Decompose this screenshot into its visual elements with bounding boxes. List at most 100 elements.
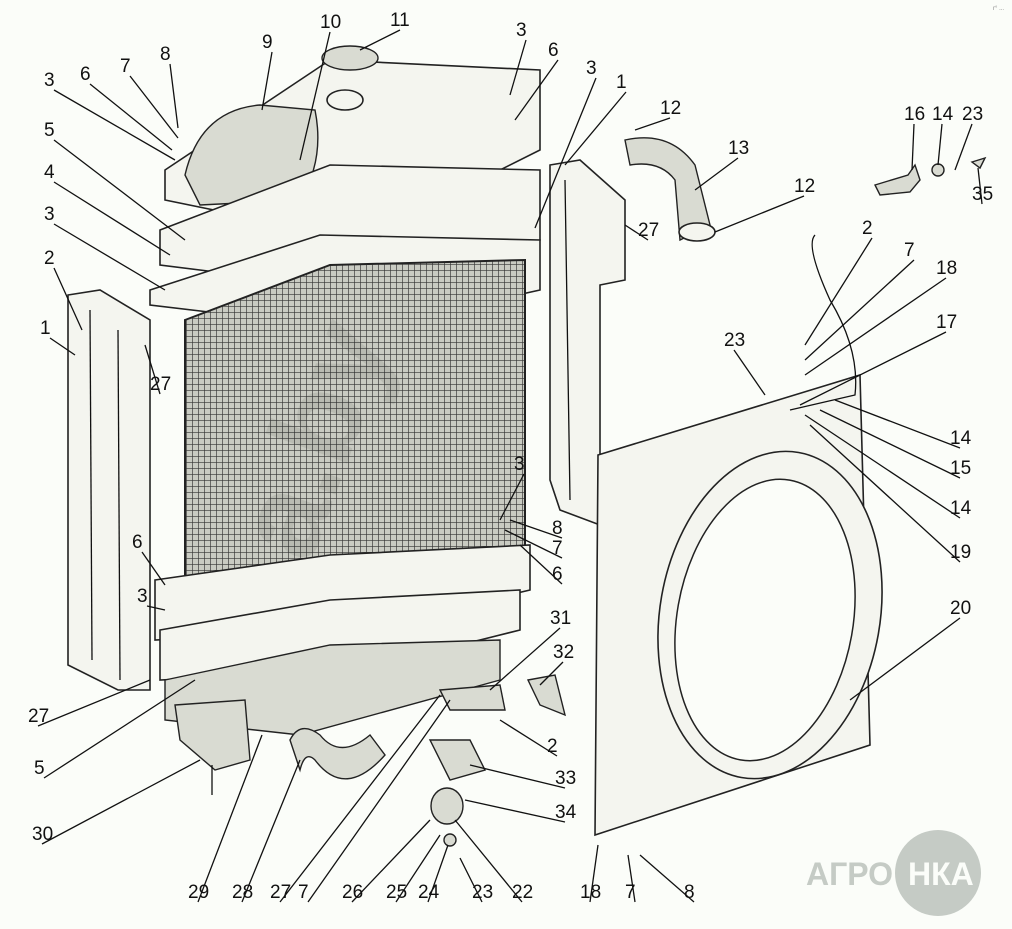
callout-13: 13 xyxy=(728,138,749,159)
callout-35: 35 xyxy=(972,184,993,205)
leader-line xyxy=(809,424,961,563)
leader-line xyxy=(279,694,441,903)
callout-22: 22 xyxy=(512,882,533,903)
lower-hose xyxy=(289,727,386,780)
pin-35 xyxy=(970,156,987,170)
leader-line xyxy=(499,473,525,521)
callout-6: 6 xyxy=(80,64,91,85)
callout-8: 8 xyxy=(160,44,171,65)
callout-33: 33 xyxy=(555,768,576,789)
leader-line xyxy=(804,259,915,361)
lower-gasket xyxy=(159,589,521,681)
rubber-cushion xyxy=(430,787,464,825)
leader-line xyxy=(146,605,166,611)
leader-line xyxy=(911,123,915,171)
clip-32 xyxy=(526,674,567,717)
leader-line xyxy=(359,29,401,51)
bracket-31 xyxy=(438,684,506,711)
leader-line xyxy=(804,237,873,346)
callout-26: 26 xyxy=(342,882,363,903)
shroud-opening xyxy=(674,478,856,762)
leader-line xyxy=(589,844,599,903)
leader-line xyxy=(799,331,947,406)
callout-6: 6 xyxy=(132,532,143,553)
callout-23: 23 xyxy=(962,104,983,125)
leader-line xyxy=(427,844,449,903)
leader-line xyxy=(37,679,151,727)
leader-line xyxy=(489,627,561,691)
leader-line xyxy=(144,344,161,395)
leader-line xyxy=(43,679,196,779)
callout-2: 2 xyxy=(547,736,558,757)
leader-line xyxy=(169,63,179,129)
leader-line xyxy=(804,277,947,376)
callout-10: 10 xyxy=(320,12,341,33)
callout-8: 8 xyxy=(552,518,563,539)
callout-11: 11 xyxy=(390,10,410,31)
callout-24: 24 xyxy=(418,882,440,903)
leader-line xyxy=(53,223,166,291)
callout-3: 3 xyxy=(137,586,148,607)
callout-3: 3 xyxy=(44,204,55,225)
bracket-16 xyxy=(874,163,921,196)
lower-bracket xyxy=(174,699,251,771)
leader-line xyxy=(954,123,973,171)
callout-23: 23 xyxy=(472,882,493,903)
leader-line xyxy=(849,617,961,701)
leader-line xyxy=(694,157,739,191)
leader-line xyxy=(509,519,563,539)
leader-line xyxy=(564,91,627,166)
leader-line xyxy=(464,799,566,823)
leader-line xyxy=(53,89,176,161)
callout-25: 25 xyxy=(386,882,407,903)
callout-27: 27 xyxy=(270,882,291,903)
parts-drawing xyxy=(67,45,987,847)
callout-7: 7 xyxy=(552,538,563,559)
callout-12: 12 xyxy=(660,98,681,119)
callout-14: 14 xyxy=(950,428,972,449)
callout-29: 29 xyxy=(188,882,209,903)
callout-5: 5 xyxy=(44,120,55,141)
leader-line xyxy=(834,399,961,449)
leader-line xyxy=(454,819,523,903)
leader-line xyxy=(539,661,564,686)
callout-17: 17 xyxy=(936,312,957,333)
logo-circle xyxy=(895,830,981,916)
leader-line xyxy=(534,77,597,229)
callout-19: 19 xyxy=(950,542,971,563)
leader-line xyxy=(53,139,186,241)
washer-25 xyxy=(443,833,457,847)
callout-27: 27 xyxy=(28,706,49,727)
leader-line xyxy=(819,409,961,479)
leader-line xyxy=(514,59,559,121)
leader-line xyxy=(634,117,671,131)
callout-27: 27 xyxy=(638,220,659,241)
leader-line xyxy=(141,551,166,586)
logo-text-right: НКА xyxy=(908,856,974,892)
leader-line xyxy=(299,31,331,161)
leader-line xyxy=(241,759,301,903)
leader-line xyxy=(307,699,451,903)
callout-12: 12 xyxy=(794,176,815,197)
callout-7: 7 xyxy=(120,56,131,77)
callout-7: 7 xyxy=(904,240,915,261)
callout-6: 6 xyxy=(552,564,563,585)
leader-line xyxy=(733,349,766,396)
leader-line xyxy=(459,857,483,903)
callout-18: 18 xyxy=(580,882,601,903)
leader-line xyxy=(469,764,566,789)
filler-cap xyxy=(321,45,379,71)
leader-line xyxy=(129,75,179,139)
callout-20: 20 xyxy=(950,598,971,619)
callout-27: 27 xyxy=(150,374,171,395)
callout-3: 3 xyxy=(44,70,55,91)
callout-9: 9 xyxy=(262,32,273,53)
callout-15: 15 xyxy=(950,458,971,479)
leader-line xyxy=(714,195,805,233)
callout-16: 16 xyxy=(904,104,925,125)
callout-1: 1 xyxy=(616,72,627,93)
callout-34: 34 xyxy=(555,802,577,823)
leader-line xyxy=(41,759,201,845)
